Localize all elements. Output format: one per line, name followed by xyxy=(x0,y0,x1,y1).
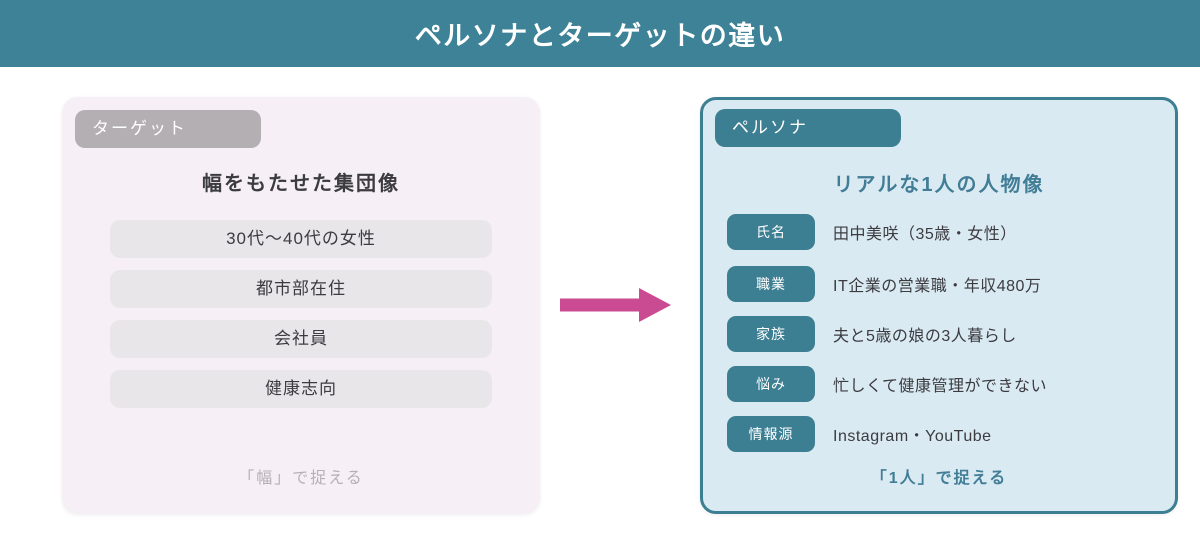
flow-right-arrow-icon xyxy=(560,285,672,325)
row-value: 忙しくて健康管理ができない xyxy=(833,378,1048,395)
persona-row: 情報源 Instagram・YouTube xyxy=(727,416,992,452)
persona-row: 職業 IT企業の営業職・年収480万 xyxy=(727,266,1041,302)
persona-footer-caption: 「1人」で捉える xyxy=(870,470,1008,487)
row-label-badge: 悩み xyxy=(727,366,815,402)
target-item: 都市部在住 xyxy=(110,270,492,308)
row-value: Instagram・YouTube xyxy=(833,428,992,445)
row-value: 夫と5歳の娘の3人暮らし xyxy=(833,328,1017,345)
page-title: ペルソナとターゲットの違い xyxy=(414,21,786,51)
persona-title: リアルな1人の人物像 xyxy=(833,174,1045,196)
target-item: 健康志向 xyxy=(110,370,492,408)
persona-row: 悩み 忙しくて健康管理ができない xyxy=(727,366,1047,402)
target-footer-caption: 「幅」で捉える xyxy=(238,470,364,487)
persona-row: 家族 夫と5歳の娘の3人暮らし xyxy=(727,316,1017,352)
target-title: 幅をもたせた集団像 xyxy=(202,173,400,195)
row-label-badge: 職業 xyxy=(727,266,815,302)
target-item: 会社員 xyxy=(110,320,492,358)
row-label-badge: 氏名 xyxy=(727,214,815,250)
persona-card: ペルソナ リアルな1人の人物像 氏名 田中美咲（35歳・女性） 職業 IT企業の… xyxy=(700,97,1178,514)
target-item: 30代〜40代の女性 xyxy=(110,220,492,258)
row-label-badge: 情報源 xyxy=(727,416,815,452)
title-bar: ペルソナとターゲットの違い xyxy=(0,0,1200,67)
row-value: IT企業の営業職・年収480万 xyxy=(833,278,1042,295)
persona-badge: ペルソナ xyxy=(715,109,901,147)
arrow-shape xyxy=(560,288,671,322)
target-badge: ターゲット xyxy=(75,110,261,148)
persona-row: 氏名 田中美咲（35歳・女性） xyxy=(727,214,1017,250)
row-label-badge: 家族 xyxy=(727,316,815,352)
target-card: ターゲット 幅をもたせた集団像 30代〜40代の女性 都市部在住 会社員 健康志… xyxy=(62,97,540,514)
row-value: 田中美咲（35歳・女性） xyxy=(833,226,1017,243)
